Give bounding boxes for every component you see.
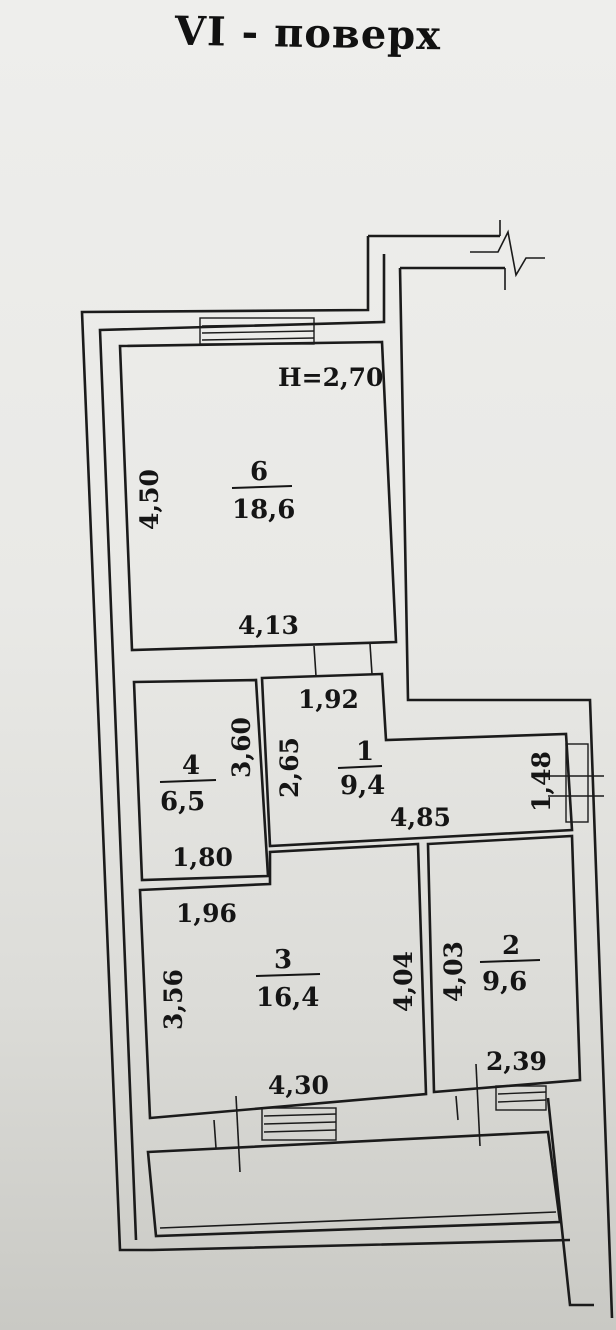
room-2 xyxy=(426,834,582,1147)
balcony-walls xyxy=(146,1130,562,1238)
room-4-area: 6,5 xyxy=(160,787,205,817)
outer-wall-right-shaft xyxy=(398,266,614,1319)
room-6 xyxy=(118,317,398,677)
room-6-window xyxy=(199,317,315,345)
room-3-bottom-width-label: 4,30 xyxy=(268,1071,329,1100)
room-4-width-label: 1,80 xyxy=(172,843,233,872)
ceiling-height-label: H=2,70 xyxy=(278,363,383,392)
break-line-symbol xyxy=(470,220,545,290)
room-4-length-label: 3,60 xyxy=(227,717,256,778)
room-6-width-label: 4,13 xyxy=(238,611,299,640)
room-3-area: 16,4 xyxy=(256,983,319,1013)
room-6-area: 18,6 xyxy=(232,495,295,525)
room-3-walls xyxy=(138,842,428,1120)
room-1-side-label: 1,48 xyxy=(527,751,556,812)
room-3-number: 3 xyxy=(274,945,292,975)
room-1-width-label: 4,85 xyxy=(390,803,451,832)
room-2-number: 2 xyxy=(502,931,520,961)
room-1-area: 9,4 xyxy=(340,771,385,801)
room-1 xyxy=(260,672,604,848)
room-2-length-label: 4,03 xyxy=(439,941,468,1002)
room-2-area: 9,6 xyxy=(482,967,527,997)
room-1-number: 1 xyxy=(356,737,374,767)
room-4-walls xyxy=(132,678,270,882)
room-1-extra-label: 1,92 xyxy=(298,685,359,714)
room-6-door xyxy=(313,643,373,677)
outer-walls xyxy=(80,220,614,1319)
room-2-walls xyxy=(426,834,582,1094)
room-3-right-length-label: 4,04 xyxy=(389,951,418,1012)
room-1-length-label: 2,65 xyxy=(275,737,304,798)
room-3-left-length-label: 3,56 xyxy=(159,969,188,1030)
room-1-side-window xyxy=(548,743,604,823)
balcony xyxy=(146,1130,562,1238)
room-3 xyxy=(138,842,428,1173)
outer-wall-right-inner xyxy=(546,1097,594,1307)
room-1-walls xyxy=(260,672,574,848)
room-6-number: 6 xyxy=(250,457,268,487)
room-2-window xyxy=(455,1063,547,1147)
room-3-top-width-label: 1,96 xyxy=(176,899,237,928)
outer-wall-inner-corridor xyxy=(98,254,386,1241)
room-4-number: 4 xyxy=(182,751,200,781)
room-4 xyxy=(132,678,270,882)
room-6-length-label: 4,50 xyxy=(135,469,164,530)
room-2-width-label: 2,39 xyxy=(486,1047,547,1076)
outer-wall-left xyxy=(80,236,571,1252)
room-3-window xyxy=(213,1095,337,1173)
